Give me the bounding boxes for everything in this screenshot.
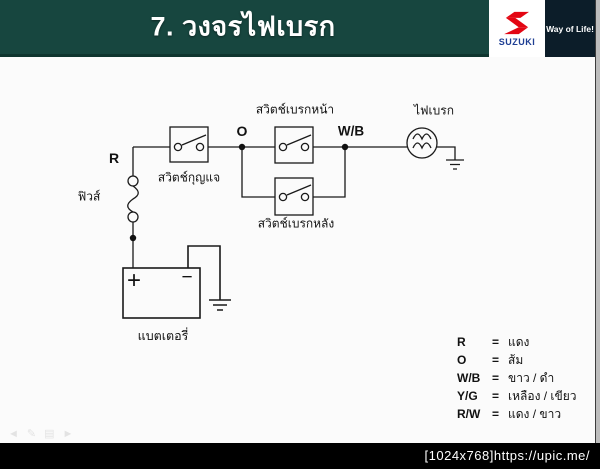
legend-equals: = [492, 371, 500, 385]
legend-code: R [457, 335, 466, 349]
legend-row-rw: R/W = แดง / ขาว [457, 405, 577, 423]
legend-value: แดง / ขาว [508, 406, 562, 421]
wire-rear-branch [241, 147, 346, 198]
fuse-label: ฟิวส์ [77, 189, 101, 204]
ground-symbol-lamp [446, 159, 464, 170]
wire-color-legend: R = แดง O = ส้ม W/B = ขาว / ดำ Y/G = เหล… [457, 333, 577, 423]
key-switch-symbol [169, 126, 209, 163]
wire-label-wb: W/B [337, 123, 365, 139]
battery-negative-sign: − [181, 267, 193, 288]
legend-code: W/B [457, 371, 481, 385]
legend-value: ส้ม [508, 352, 524, 367]
front-brake-switch-symbol [274, 126, 314, 164]
legend-equals: = [492, 353, 500, 367]
suzuki-wordmark: SUZUKI [498, 36, 536, 47]
suzuki-tagline: Way of Life! [546, 23, 594, 34]
legend-row-o: O = ส้ม [457, 351, 577, 369]
rear-brake-switch-symbol [274, 177, 314, 216]
legend-code: Y/G [457, 389, 478, 403]
slide-menu-icon[interactable]: ▤ [44, 428, 55, 440]
tagline-box: Way of Life! [545, 0, 595, 57]
legend-value: แดง [508, 334, 530, 349]
key-switch-label: สวิตช์กุญแจ [157, 170, 221, 185]
fuse-symbol [127, 175, 139, 268]
suzuki-logo-box: SUZUKI [489, 0, 545, 57]
wire-label-o: O [236, 123, 248, 139]
battery-label: แบตเตอรี่ [137, 329, 189, 343]
battery-symbol [122, 245, 231, 319]
slideshow-controls: ◄ ✎ ▤ ► [8, 428, 73, 441]
header-bar [0, 0, 489, 57]
legend-equals: = [492, 335, 500, 349]
legend-row-wb: W/B = ขาว / ดำ [457, 369, 577, 387]
legend-code: O [457, 353, 467, 367]
right-edge-strip [595, 0, 600, 443]
battery-positive-sign: + [126, 267, 142, 294]
pen-tool-icon[interactable]: ✎ [26, 428, 37, 440]
legend-row-r: R = แดง [457, 333, 577, 351]
next-slide-icon[interactable]: ► [62, 428, 74, 440]
suzuki-s-icon [504, 11, 529, 34]
rear-brake-switch-label: สวิตช์เบรกหลัง [257, 216, 335, 231]
previous-slide-icon[interactable]: ◄ [8, 428, 19, 440]
front-brake-switch-label: สวิตช์เบรกหน้า [255, 102, 335, 117]
legend-code: R/W [457, 407, 481, 421]
watermark-bar: [1024x768]https://upic.me/ [0, 443, 600, 469]
brake-lamp-symbol [406, 127, 464, 170]
junction-dot-wb [341, 143, 349, 151]
legend-row-yg: Y/G = เหลือง / เขียว [457, 387, 577, 405]
legend-equals: = [492, 407, 500, 421]
ground-symbol-battery [209, 299, 231, 311]
brake-lamp-label: ไฟเบรก [414, 103, 454, 118]
legend-value: ขาว / ดำ [508, 370, 555, 385]
page-title: 7. วงจรไฟเบรก [150, 11, 336, 42]
slide-content [0, 57, 595, 443]
junction-dot [129, 234, 137, 242]
wire-label-r: R [108, 150, 120, 166]
watermark-text: [1024x768]https://upic.me/ [424, 448, 590, 463]
legend-value: เหลือง / เขียว [508, 388, 577, 403]
legend-equals: = [492, 389, 500, 403]
